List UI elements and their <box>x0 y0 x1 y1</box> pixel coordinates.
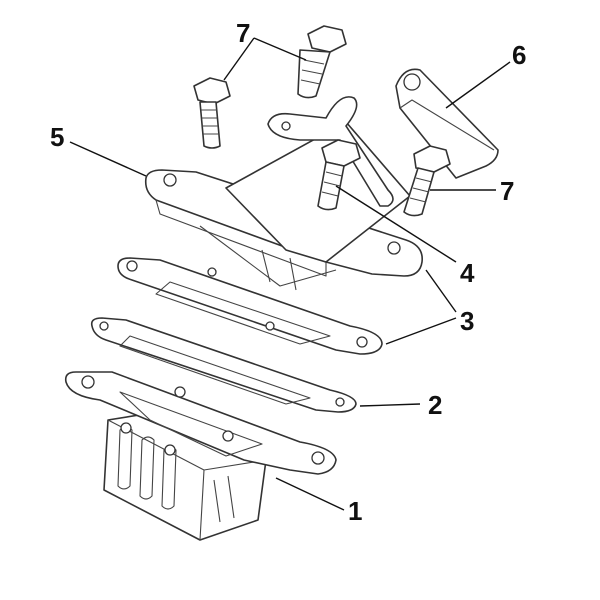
part-7-bolt-d <box>403 145 451 217</box>
callout-1: 1 <box>348 496 362 526</box>
leader-7a-left <box>223 37 255 81</box>
callout-7-right: 7 <box>500 176 514 206</box>
leader-1 <box>275 477 345 511</box>
part-6-clamp <box>395 68 499 179</box>
leader-6 <box>445 61 511 109</box>
part-7-bolt-a <box>193 77 231 149</box>
callout-5: 5 <box>50 122 64 152</box>
part-2-gasket <box>90 317 357 413</box>
callout-2: 2 <box>428 390 442 420</box>
leader-4 <box>335 185 457 263</box>
part-7-bolt-b <box>297 25 347 99</box>
leader-7a-right <box>253 37 307 61</box>
leader-3a <box>385 317 457 345</box>
part-7-bolt-c <box>317 139 361 211</box>
leader-2 <box>359 403 421 407</box>
leader-5 <box>69 141 147 177</box>
callout-4: 4 <box>460 258 475 288</box>
part-4-bracket <box>267 96 394 207</box>
part-3-spacer-lower <box>117 257 383 355</box>
leader-3b <box>425 269 457 313</box>
callout-6: 6 <box>512 40 526 70</box>
leader-lines <box>69 37 511 511</box>
callout-7-top: 7 <box>236 18 250 48</box>
callout-3: 3 <box>460 306 474 336</box>
part-1-flange <box>64 371 337 475</box>
